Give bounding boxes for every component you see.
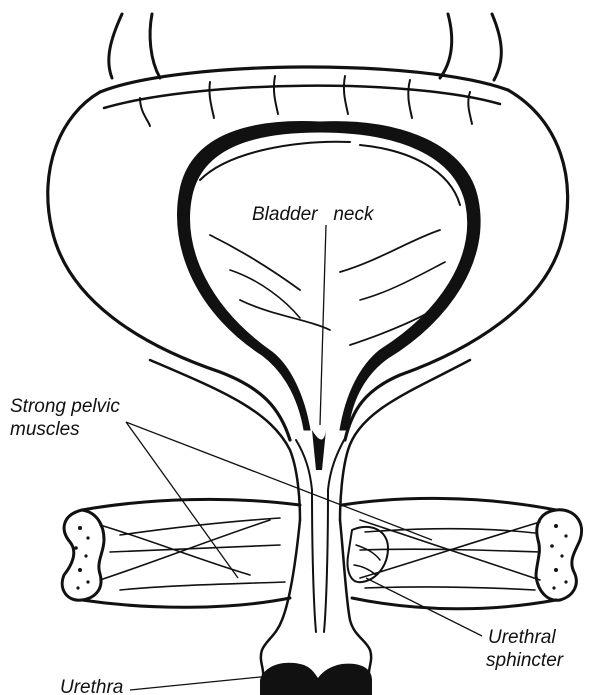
leader-bladder-neck [320,225,326,425]
label-urethral-sphincter-line1: Urethral [488,627,556,648]
urethral-sphincter [348,527,388,582]
right-muscle-end [536,510,582,600]
left-muscle-end [62,510,104,600]
pelvic-muscle-band [82,498,556,608]
label-strong-pelvic-muscles-line1: Strong pelvic [10,396,120,417]
label-strong-pelvic-muscles-line2: muscles [10,419,80,440]
label-bladder-neck: Bladder neck [252,204,375,225]
ureters [109,14,502,80]
leader-pelvic-right [126,422,432,540]
bladder-inner-wall [178,122,481,430]
bladder-neck [150,360,470,520]
label-urethra: Urethra [60,677,123,695]
urethra-tube [260,490,372,695]
label-urethral-sphincter-line2: sphincter [486,650,564,671]
